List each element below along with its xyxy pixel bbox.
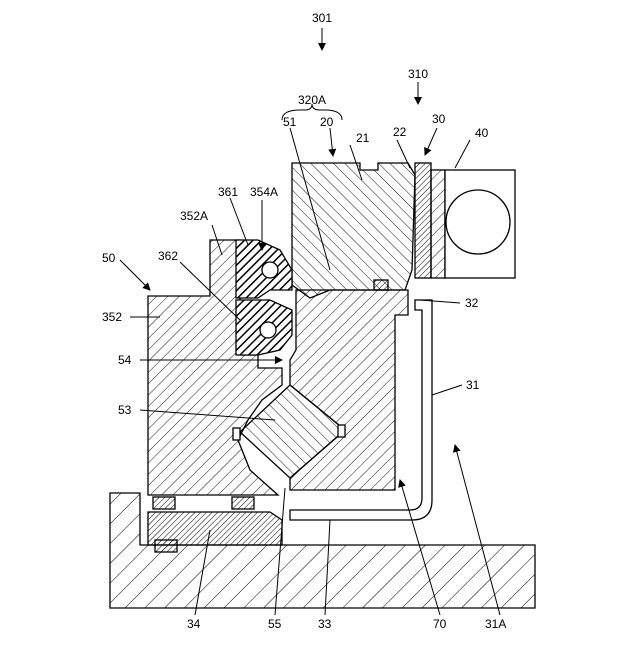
label-53: 53 (118, 403, 132, 417)
retainer-30 (415, 163, 445, 278)
label-31: 31 (466, 378, 480, 392)
label-55: 55 (268, 617, 282, 631)
label-20: 20 (320, 115, 334, 129)
label-70: 70 (433, 617, 447, 631)
seal-362 (236, 300, 292, 355)
label-352: 352 (102, 310, 122, 324)
outer-ring-20 (292, 163, 415, 298)
label-22: 22 (393, 125, 407, 139)
label-362: 362 (158, 249, 178, 263)
label-40: 40 (475, 126, 489, 140)
label-33: 33 (318, 617, 332, 631)
label-54: 54 (118, 353, 132, 367)
label-34: 34 (187, 617, 201, 631)
label-352A: 352A (180, 209, 208, 223)
label-32: 32 (465, 296, 479, 310)
label-31A: 31A (485, 617, 506, 631)
label-301: 301 (312, 11, 332, 25)
label-320A: 320A (298, 93, 326, 107)
seal-361 (236, 240, 292, 298)
label-361: 361 (218, 185, 238, 199)
label-354A: 354A (250, 185, 278, 199)
label-51: 51 (283, 115, 297, 129)
label-30: 30 (432, 112, 446, 126)
label-21: 21 (356, 131, 370, 145)
shaft-40 (445, 170, 515, 278)
label-50: 50 (102, 251, 116, 265)
label-310: 310 (408, 67, 428, 81)
